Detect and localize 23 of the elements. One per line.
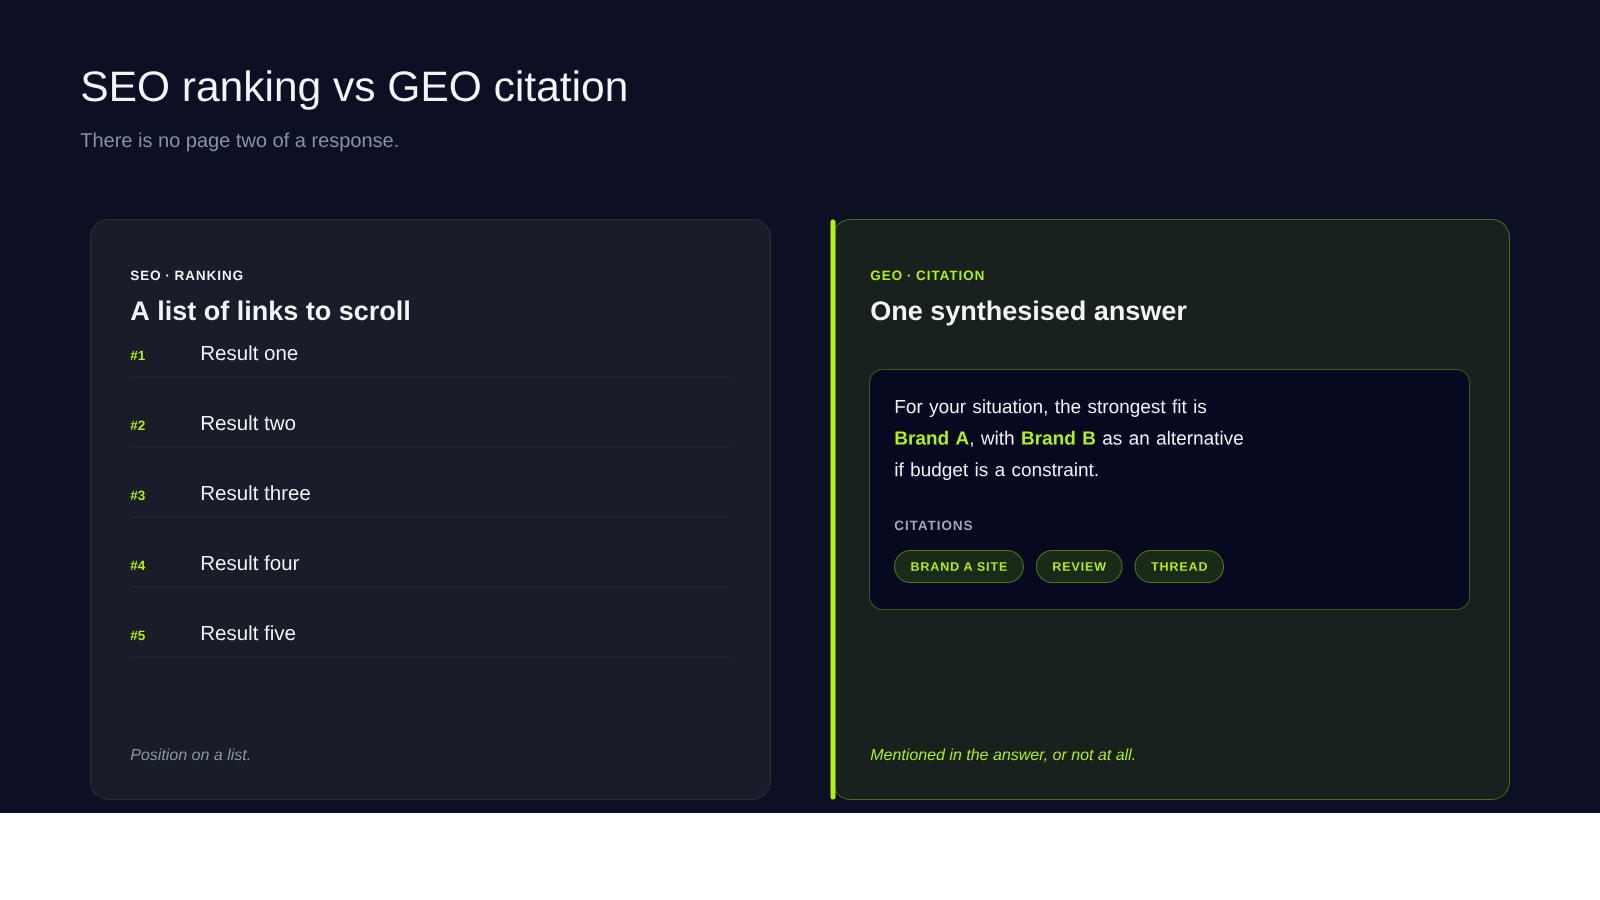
card-heading: A list of links to scroll [130, 300, 409, 321]
eyebrow-label: SEO · RANKING [130, 270, 243, 281]
subtitle: There is no page two of a response. [80, 132, 398, 152]
result-title: Result one [201, 345, 298, 361]
result-title: Result five [201, 625, 296, 641]
rank-number: #5 [130, 630, 145, 641]
rank-number: #4 [130, 560, 146, 570]
answer-text: For your situation, the strongest fit is Brand A, with Brand B as an alternative if budget is a constraint. [895, 399, 1243, 481]
citation-chip: REVIEW [1035, 550, 1123, 583]
citation-chip: BRAND A SITE [894, 550, 1024, 583]
citation-chip: THREAD [1134, 550, 1225, 583]
rank-number: #1 [130, 350, 145, 360]
result-title: Result two [201, 415, 296, 431]
footnote: Mentioned in the answer, or not at all. [870, 748, 1135, 763]
footnote: Position on a list. [130, 748, 250, 761]
card-heading: One synthesised answer [871, 300, 1187, 326]
title: SEO ranking vs GEO citation [82, 70, 626, 110]
section-label: CITATIONS [894, 520, 972, 531]
result-title: Result four [201, 555, 300, 571]
result-title: Result three [201, 485, 310, 501]
eyebrow-label: GEO · CITATION [870, 270, 984, 281]
rank-number: #3 [130, 490, 145, 501]
rank-number: #2 [130, 420, 145, 430]
